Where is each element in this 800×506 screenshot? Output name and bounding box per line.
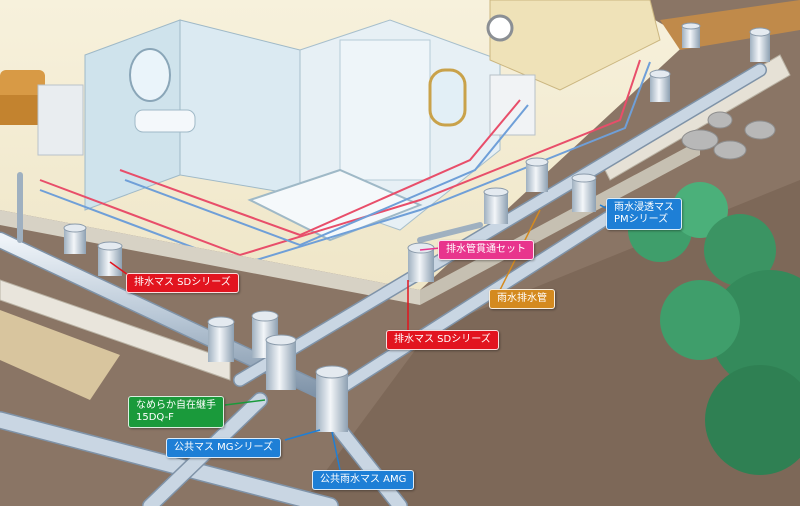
chambers bbox=[63, 22, 771, 432]
chamber bbox=[407, 242, 435, 282]
water-heater bbox=[37, 84, 84, 156]
label-sd-series-center[interactable]: 排水マス SDシリーズ bbox=[386, 330, 499, 350]
supply-lines bbox=[39, 59, 651, 267]
label-pipe-through-set[interactable]: 排水管貫通セット bbox=[438, 240, 534, 260]
chamber bbox=[63, 223, 87, 254]
mirror bbox=[129, 48, 171, 102]
chamber bbox=[483, 187, 509, 224]
label-sd-series-left[interactable]: 排水マス SDシリーズ bbox=[126, 273, 239, 293]
bathtub bbox=[247, 168, 423, 242]
label-smooth-joint-line1: なめらか自在継手 bbox=[136, 400, 216, 411]
soil-shade bbox=[300, 180, 800, 506]
chamber bbox=[97, 241, 123, 276]
washbasin bbox=[134, 109, 196, 133]
ventilation-fan bbox=[486, 14, 514, 42]
washing-machine bbox=[489, 74, 536, 136]
label-smooth-joint[interactable]: なめらか自在継手 15DQ-F bbox=[128, 396, 224, 428]
label-public-rain-amg[interactable]: 公共雨水マス AMG bbox=[312, 470, 415, 490]
trees bbox=[628, 182, 800, 475]
label-smooth-joint-line2: 15DQ-F bbox=[136, 412, 174, 423]
chamber bbox=[649, 69, 671, 102]
gravel-strip bbox=[0, 310, 120, 400]
chamber bbox=[525, 157, 549, 192]
foundation bbox=[0, 210, 420, 305]
chamber bbox=[315, 365, 349, 432]
label-rain-infiltration-line1: 雨水浸透マス bbox=[614, 202, 674, 213]
chamber bbox=[749, 27, 771, 62]
tile-wall bbox=[339, 39, 431, 181]
kitchen bbox=[489, 0, 661, 91]
label-rain-infiltration[interactable]: 雨水浸透マス PMシリーズ bbox=[606, 198, 682, 230]
chamber bbox=[571, 173, 597, 212]
window-mirror bbox=[428, 68, 467, 127]
pipes bbox=[0, 63, 767, 506]
bath-wall-back bbox=[179, 19, 301, 196]
label-rain-infiltration-line2: PMシリーズ bbox=[614, 214, 669, 225]
chamber bbox=[265, 334, 297, 390]
label-public-mg[interactable]: 公共マス MGシリーズ bbox=[166, 438, 282, 458]
ground-strip bbox=[0, 279, 231, 381]
chamber bbox=[207, 316, 235, 362]
chamber bbox=[681, 22, 701, 48]
stones bbox=[681, 111, 776, 160]
label-rain-drain-pipe[interactable]: 雨水排水管 bbox=[489, 289, 555, 309]
